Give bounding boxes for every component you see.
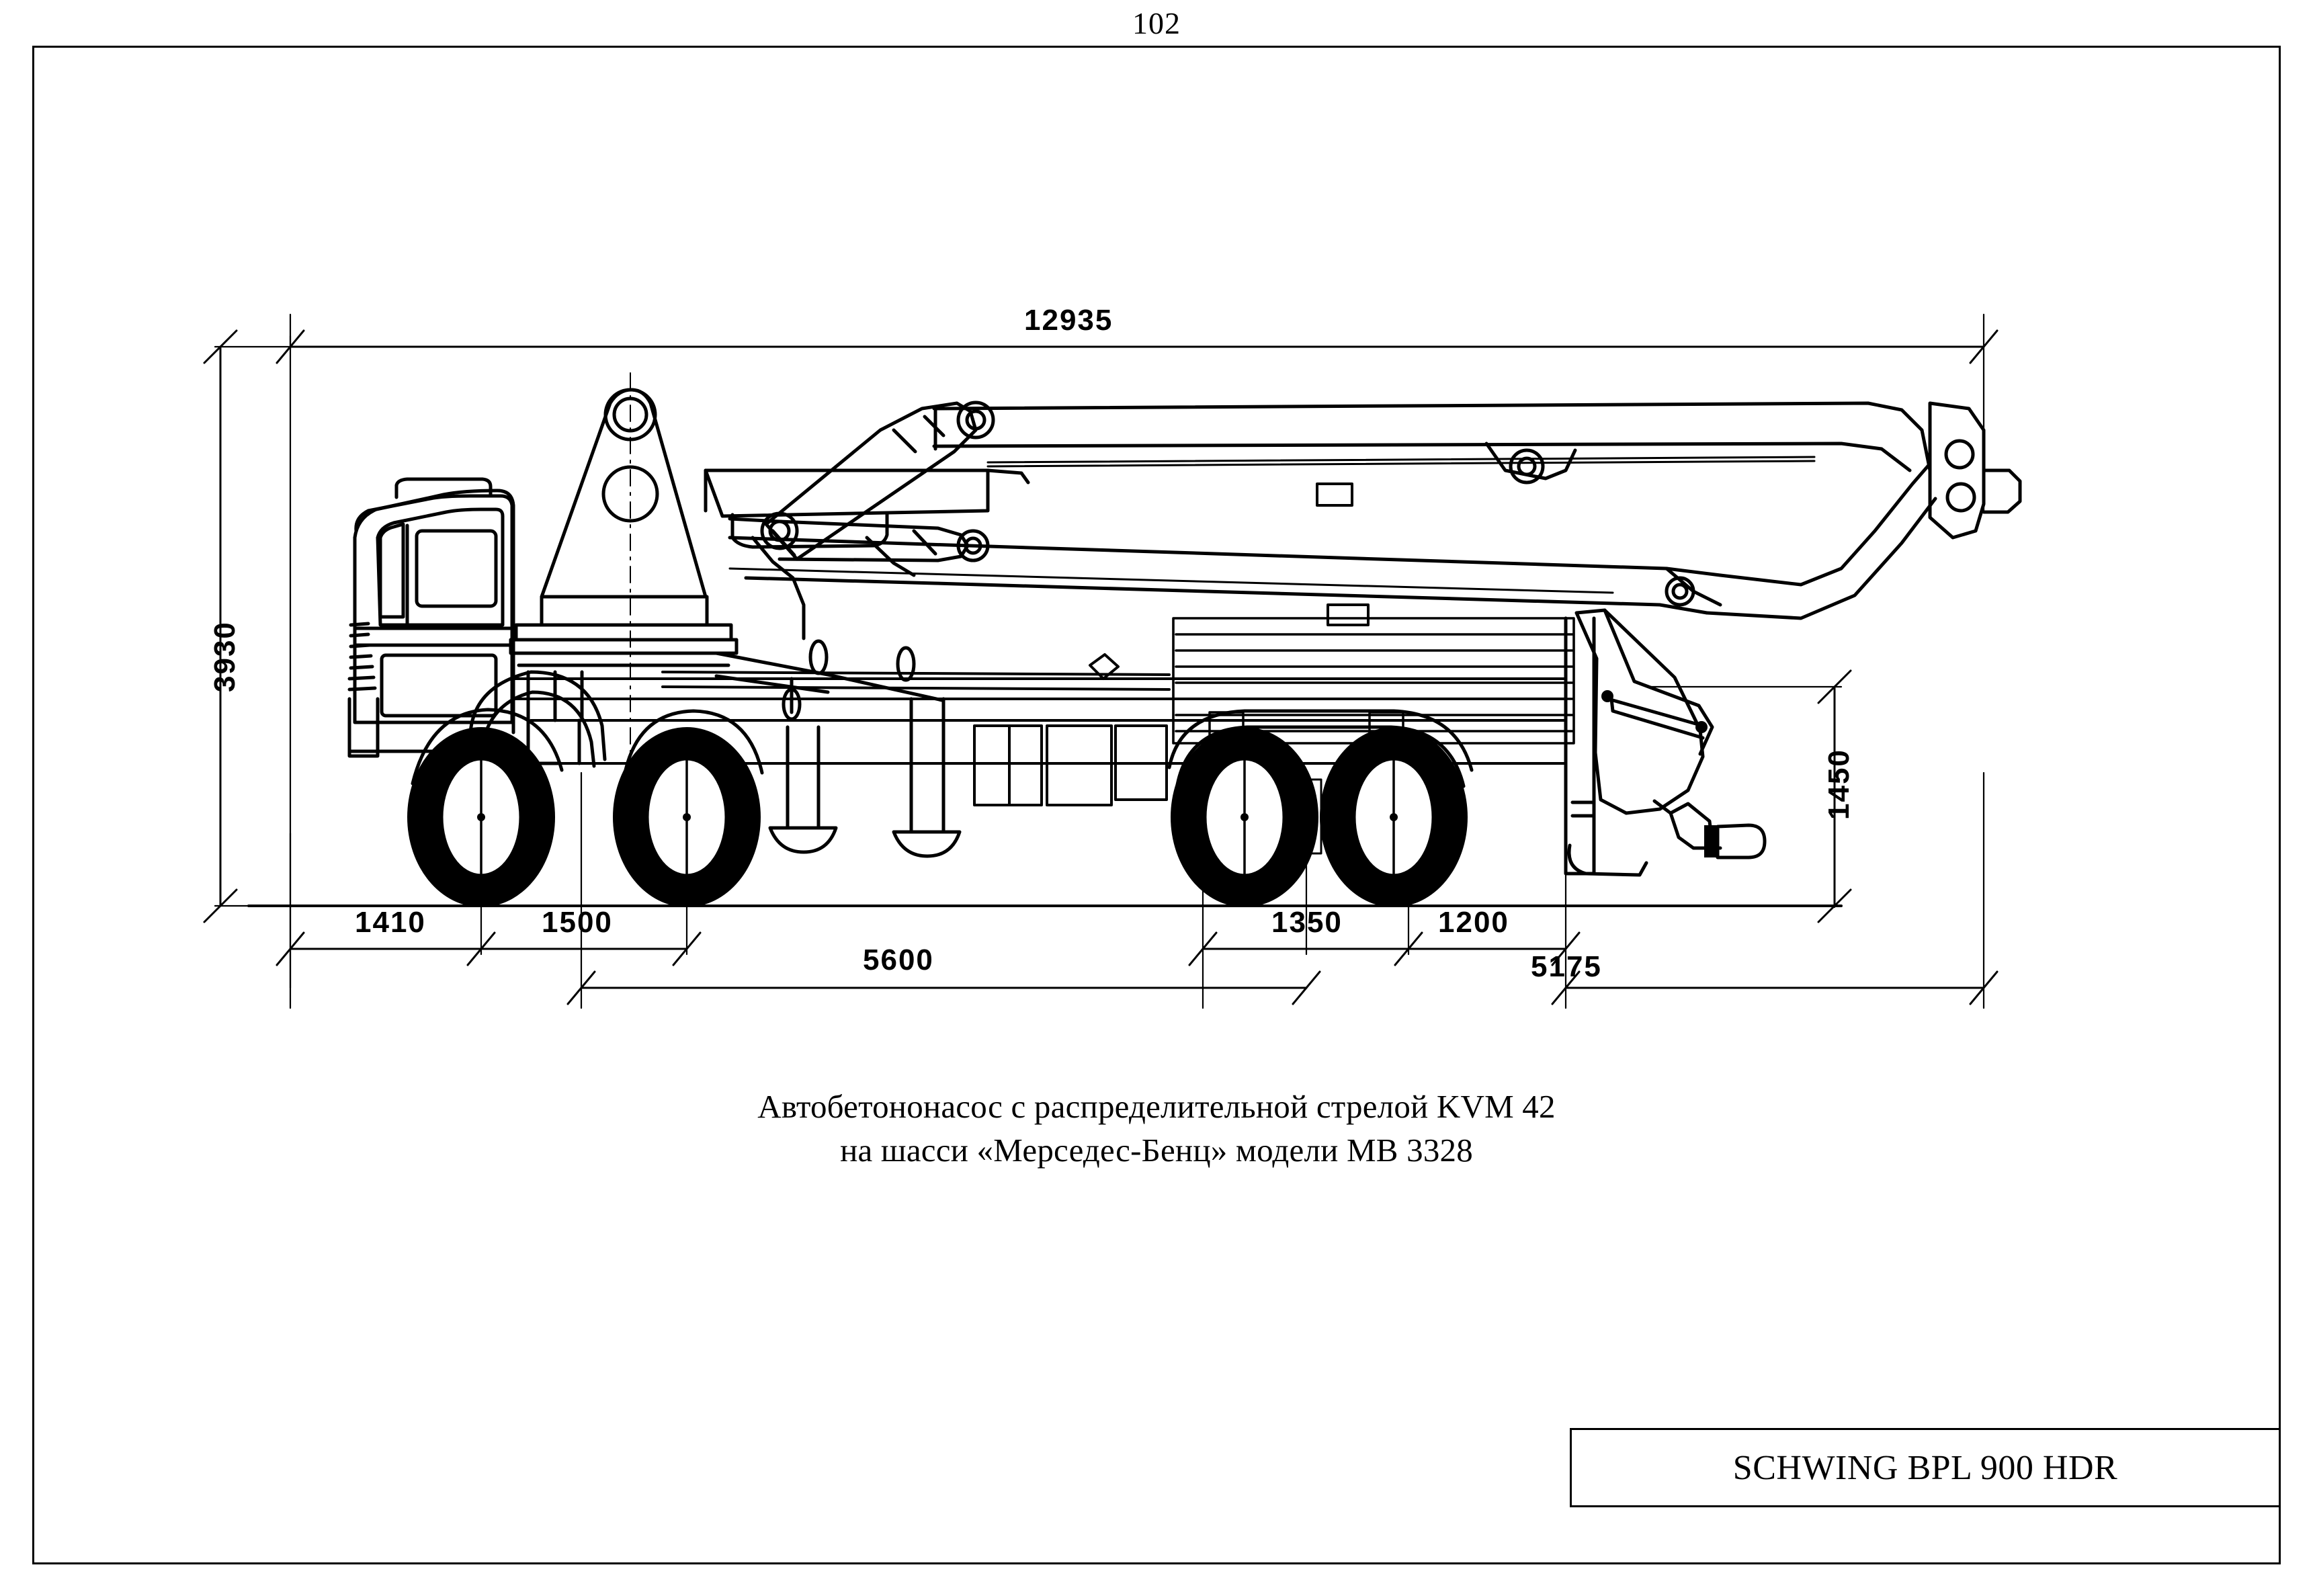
boom-tip	[1705, 401, 2022, 620]
dimension-overall-height	[203, 329, 238, 923]
wheel-front-1	[407, 727, 555, 907]
dim-label-wheelbase: 5600	[863, 943, 934, 976]
title-block-text: SCHWING BPL 900 HDR	[1732, 1448, 2118, 1487]
dimension-front-chain	[276, 931, 702, 966]
boom-section-3	[728, 536, 1722, 615]
dimension-rear-chain	[1188, 931, 1581, 966]
dim-label-hopper-height: 1450	[1822, 749, 1855, 820]
chassis-equipment	[973, 482, 1370, 806]
dimension-wheelbase	[566, 970, 1321, 1005]
page-border-frame	[32, 46, 2281, 1564]
caption-line-1: Автобетононасос с распределительной стре…	[757, 1088, 1556, 1125]
boom-pedestal	[509, 372, 739, 821]
rear-hopper	[1564, 608, 1767, 877]
dim-label-rear-axle-spacing-1: 1350	[1271, 906, 1343, 939]
outrigger-beam	[661, 671, 1171, 691]
dim-label-front-overhang: 1410	[355, 906, 426, 939]
truck-cab	[347, 477, 607, 768]
dim-label-overall-length: 12935	[1024, 304, 1113, 337]
dim-label-overall-height: 3930	[208, 621, 241, 692]
rear-wheels	[1167, 709, 1474, 907]
dim-label-rear-section: 5175	[1531, 950, 1602, 983]
wheel-rear-2	[1320, 727, 1468, 907]
dim-label-front-axle-spacing: 1500	[542, 906, 613, 939]
dim-label-rear-axle-spacing-2: 1200	[1438, 906, 1509, 939]
wheel-front-2	[613, 727, 761, 907]
delivery-pipe	[728, 456, 1816, 594]
boom-section-2	[932, 401, 1932, 485]
tank-body	[1172, 617, 1575, 745]
dimension-rear-section	[1551, 970, 1999, 1005]
caption-line-2: на шасси «Мерседес-Бенц» модели MB 3328	[840, 1131, 1473, 1169]
front-wheels	[407, 708, 764, 907]
title-block: SCHWING BPL 900 HDR	[1570, 1428, 2281, 1507]
dimension-overall-length	[276, 329, 1999, 364]
wheel-rear-1	[1171, 727, 1318, 907]
page-number: 102	[1132, 6, 1181, 40]
figure-caption: Автобетононасос с распределительной стре…	[0, 1085, 2313, 1172]
